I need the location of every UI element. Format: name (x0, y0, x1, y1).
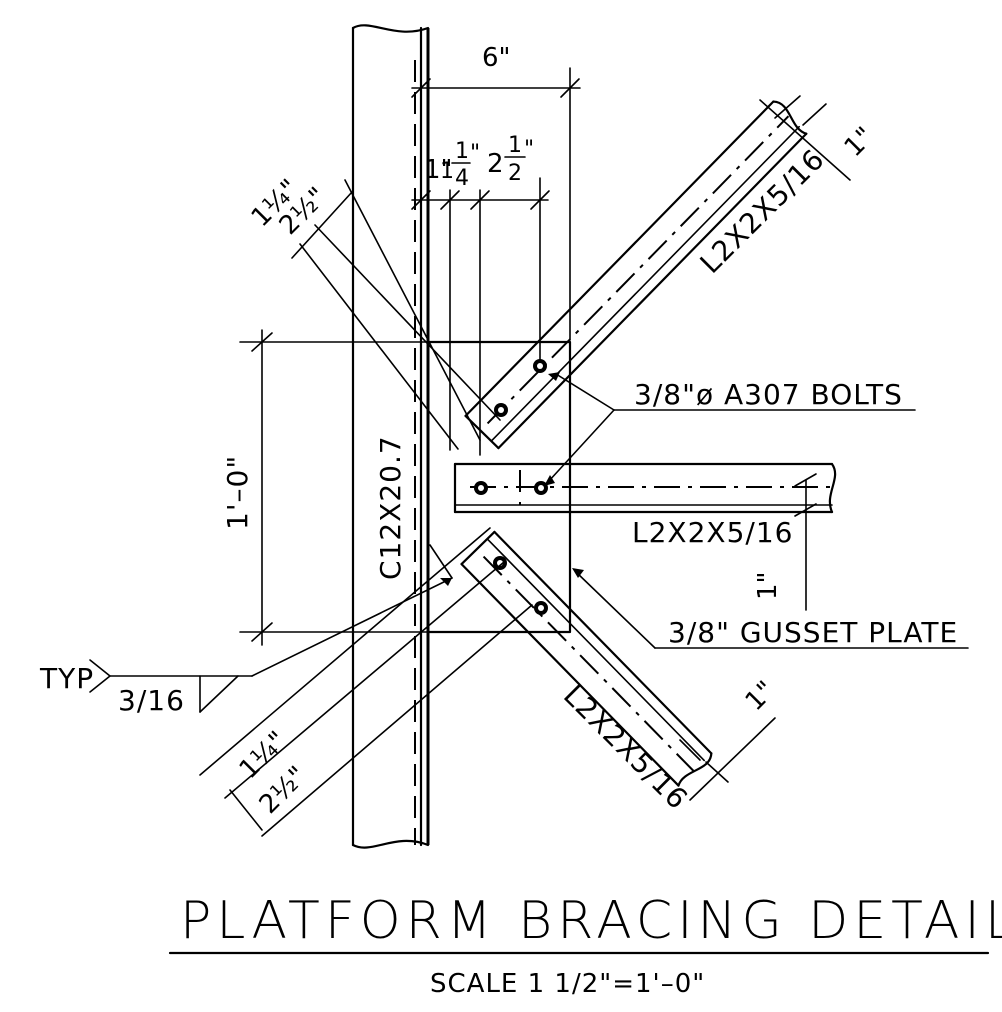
bolt-1 (533, 359, 547, 373)
top-frac1-unit: " (470, 141, 480, 166)
top-frac1-whole: 1 (440, 159, 454, 184)
lower-left-dimensions: 1¼" 2½" (199, 527, 533, 837)
bolts-label: 3/8"ø A307 BOLTS (634, 378, 903, 411)
top-frac2-num: 1 (508, 133, 522, 158)
top-frac1-den: 4 (455, 166, 469, 191)
drawing-title: PLATFORM BRACING DETAIL (180, 891, 1002, 951)
middle-edge-text: 1" (753, 571, 783, 600)
gusset-callout: 3/8" GUSSET PLATE (572, 568, 969, 649)
bolt-4 (534, 481, 548, 495)
upper-edge-text: 1" (839, 122, 880, 163)
middle-edge-dimension: 1" (753, 473, 817, 611)
top-bolt-dimensions: 1" 1 1 4 " 2 1 2 " (411, 133, 550, 456)
lower-edge-text: 1" (740, 676, 781, 717)
weld-symbol: TYP 3/16 (39, 544, 453, 717)
upper-left-dimensions: 1¼" 2½" (246, 174, 501, 450)
bolt-3 (474, 481, 488, 495)
top-frac2-whole: 2 (487, 149, 504, 179)
plate-height-text: 1'–0" (221, 455, 254, 530)
weld-typ-text: TYP (39, 662, 94, 695)
title-block: PLATFORM BRACING DETAIL SCALE 1 1/2"=1'–… (168, 891, 1002, 999)
top-width-dimension: 6" (411, 43, 581, 341)
bolt-5 (493, 556, 507, 570)
top-frac2-unit: " (524, 137, 534, 162)
gusset-label: 3/8" GUSSET PLATE (668, 616, 958, 649)
bolt-2 (494, 403, 508, 417)
top-frac1-num: 1 (455, 139, 469, 164)
top-frac2-den: 2 (508, 161, 522, 186)
lower-angle-label: L2X2X5/16 (557, 679, 695, 817)
plate-height-dimension: 1'–0" (221, 329, 429, 646)
drawing-scale: SCALE 1 1/2"=1'–0" (430, 969, 705, 999)
lower-angle (460, 530, 713, 787)
top-edge-text: 1" (424, 155, 453, 185)
top-width-text: 6" (482, 43, 511, 73)
channel-label: C12X20.7 (374, 435, 407, 580)
bolts-callout: 3/8"ø A307 BOLTS (544, 372, 916, 486)
middle-angle (453, 462, 837, 514)
weld-size-text: 3/16 (118, 684, 185, 717)
bolt-6 (534, 601, 548, 615)
middle-angle-label: L2X2X5/16 (632, 516, 793, 549)
